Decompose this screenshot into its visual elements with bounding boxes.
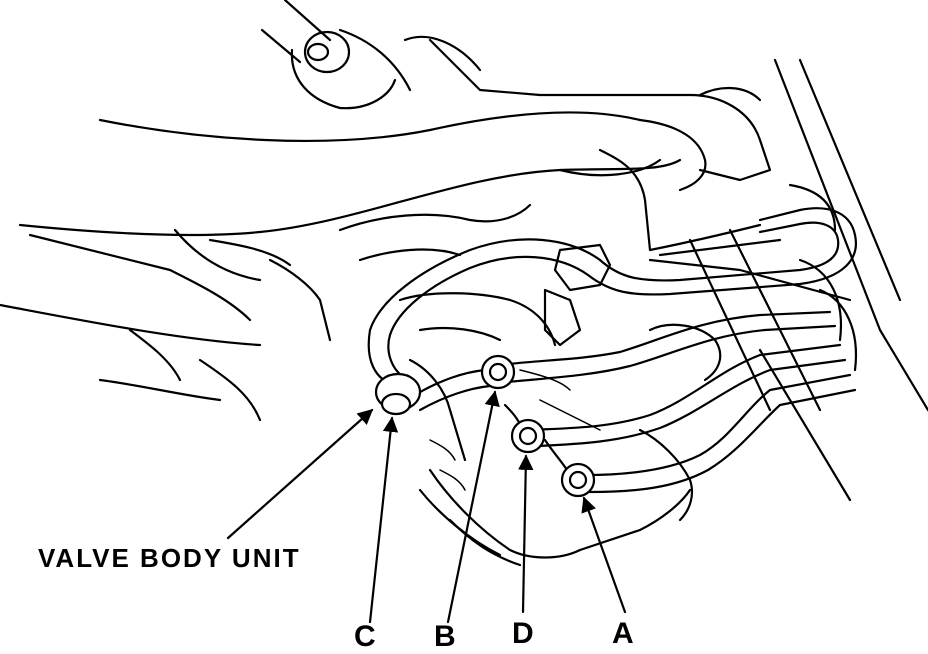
leader-b [446, 390, 500, 624]
leader-d [518, 454, 534, 614]
leader-lines [226, 390, 627, 624]
leader-valve-body-unit [226, 408, 374, 540]
fitting-a [560, 462, 596, 498]
fitting-d [510, 418, 546, 454]
leader-a [581, 496, 627, 614]
fitting-b [480, 354, 516, 390]
leader-c [368, 416, 399, 624]
valve-body-unit-label: VALVE BODY UNIT [38, 543, 301, 573]
brake-pipes [367, 183, 857, 494]
callout-a-label: A [612, 617, 635, 650]
callout-d-label: D [512, 617, 535, 650]
right-bracket [598, 58, 928, 502]
upper-shaft [260, 0, 542, 110]
tie-bar [18, 86, 772, 237]
valve-body-housing [338, 203, 722, 567]
fittings [374, 354, 596, 498]
fitting-c [374, 372, 422, 416]
left-structure [0, 228, 332, 422]
callout-b-label: B [434, 620, 457, 653]
callout-c-label: C [354, 620, 377, 653]
